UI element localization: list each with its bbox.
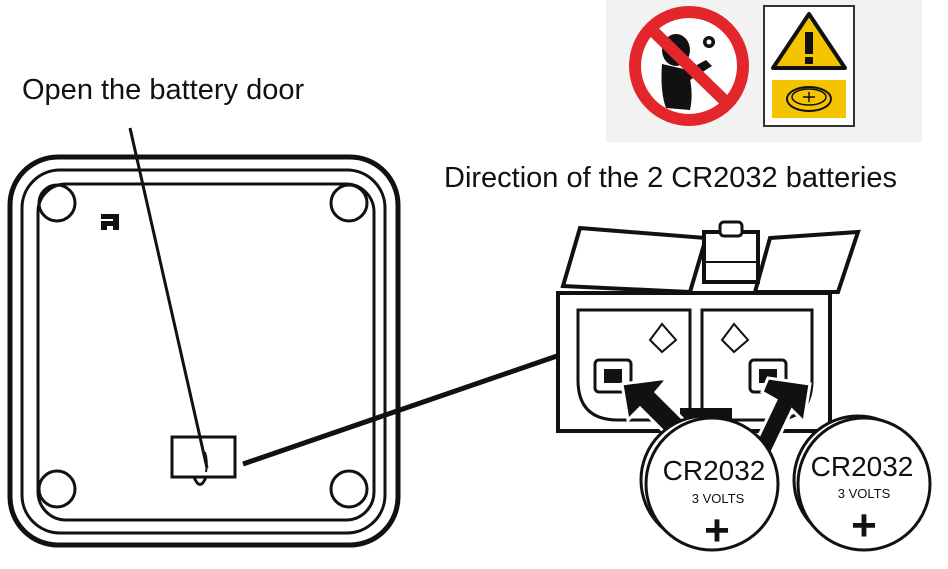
battery-direction-label: Direction of the 2 CR2032 batteries: [444, 162, 897, 194]
screw-top-left: [37, 183, 77, 223]
open-door-label: Open the battery door: [22, 74, 304, 106]
battery-model-label: CR2032: [811, 451, 914, 482]
screw-bottom-right: [329, 469, 369, 509]
door-pointer-line: [128, 127, 209, 469]
no-children-icon: [629, 6, 749, 126]
warning-panel: [606, 0, 922, 142]
battery-coin-left: CR2032 3 VOLTS +: [639, 414, 780, 555]
battery-polarity-plus: +: [704, 506, 730, 555]
battery-compartment: [556, 220, 861, 433]
logo-mark: [101, 214, 119, 230]
device-back: [7, 154, 401, 548]
battery-door[interactable]: [170, 435, 237, 486]
battery-polarity-plus: +: [851, 501, 877, 550]
lid-tab: [702, 230, 760, 284]
battery-voltage-label: 3 VOLTS: [838, 486, 891, 501]
screw-bottom-left: [37, 469, 77, 509]
battery-voltage-label: 3 VOLTS: [692, 491, 745, 506]
lid-left: [560, 225, 709, 295]
screw-top-right: [329, 183, 369, 223]
coin-battery-warning-icon: [763, 5, 855, 127]
battery-model-label: CR2032: [663, 455, 766, 486]
lid-right: [752, 229, 861, 294]
battery-coin-right: CR2032 3 VOLTS +: [792, 414, 932, 552]
compartment-connector-line: [242, 353, 558, 467]
